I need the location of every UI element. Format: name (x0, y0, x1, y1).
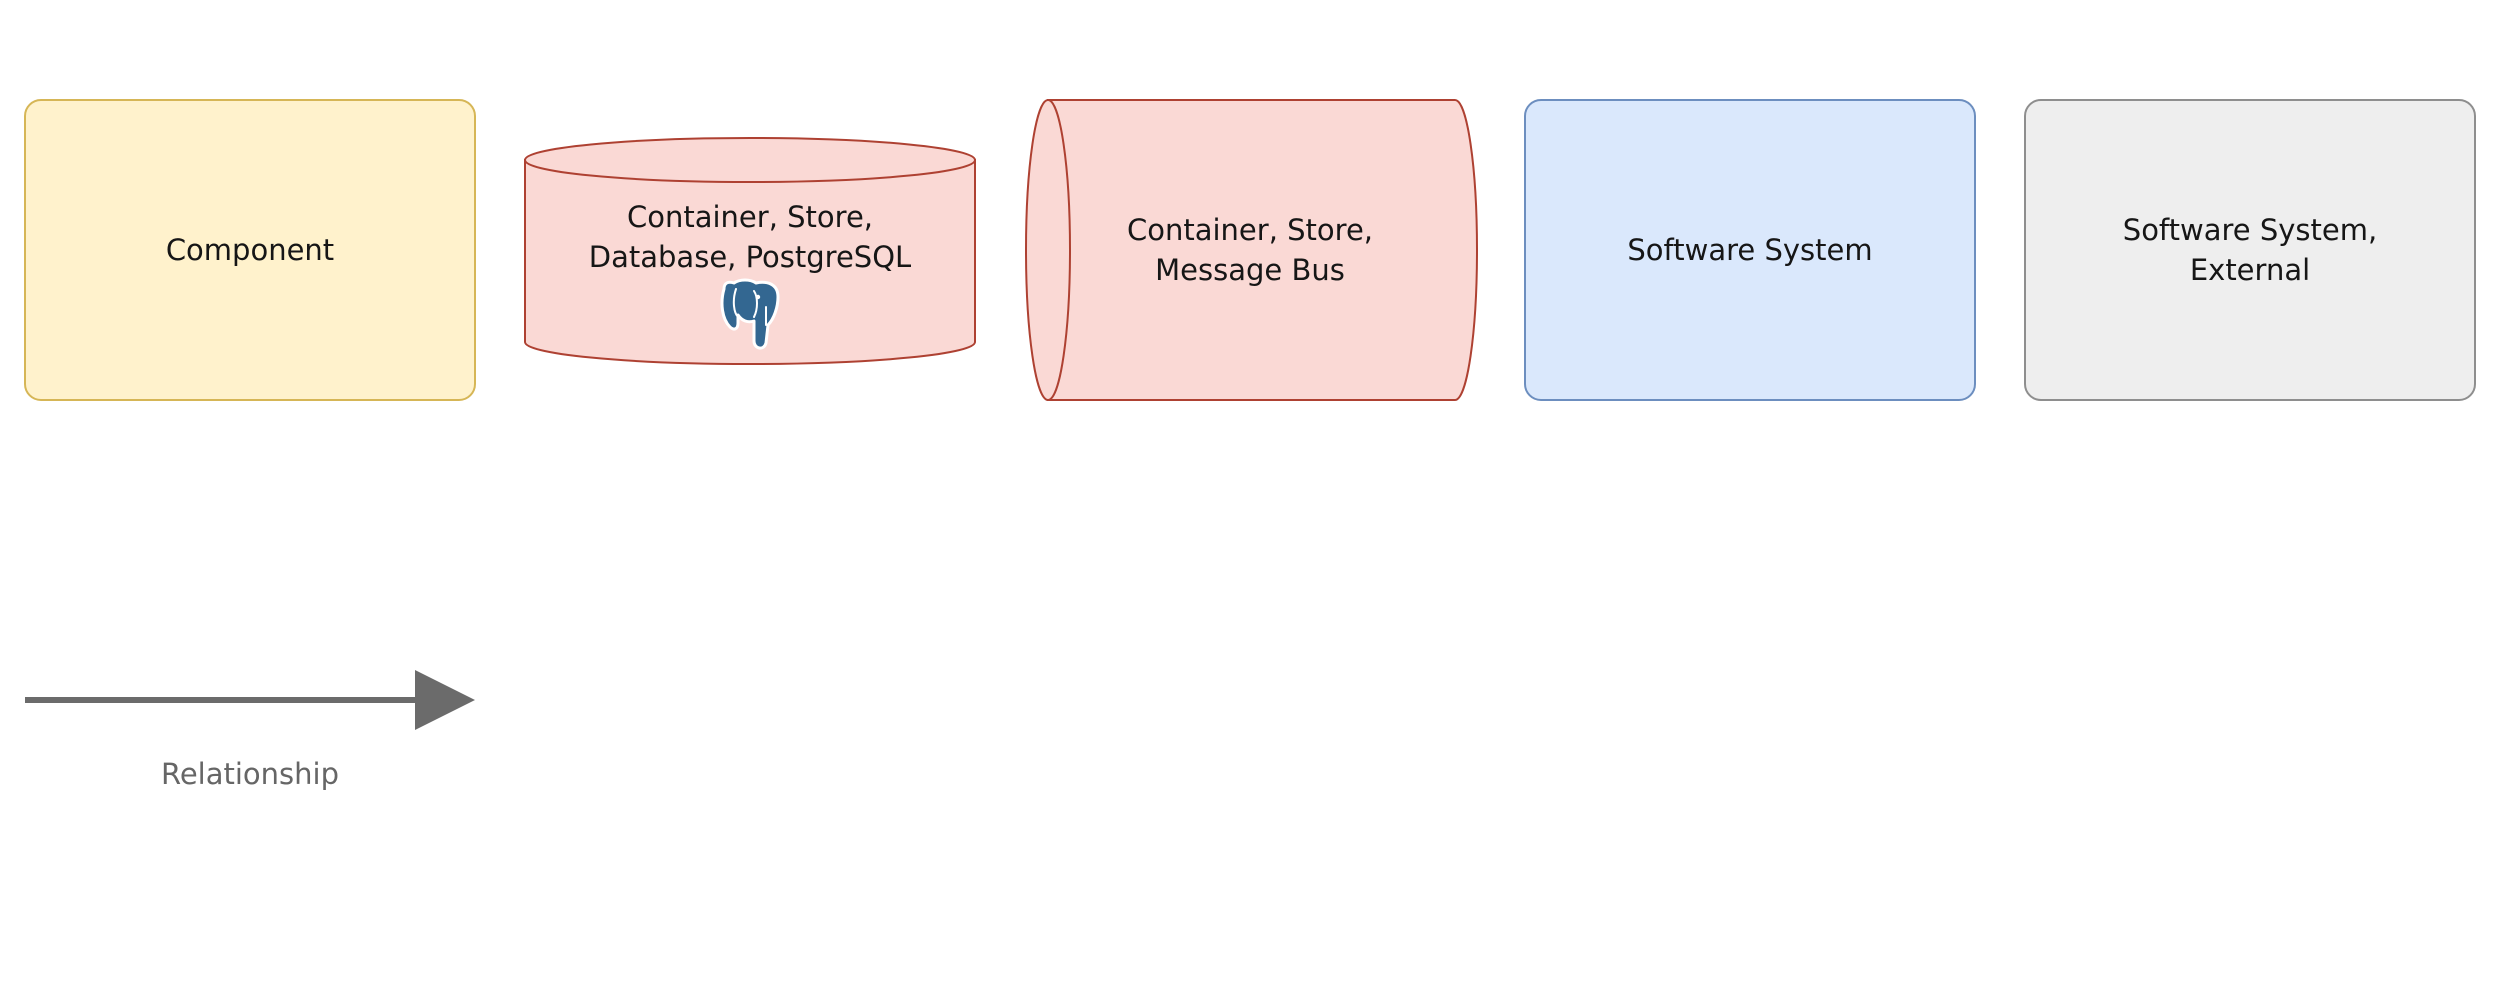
software-system-external-box[interactable] (2024, 99, 2476, 401)
message-bus-cylinder[interactable] (1025, 99, 1478, 401)
postgresql-elephant-icon (720, 278, 780, 350)
relationship-arrowhead (415, 670, 475, 730)
message-bus-cylinder-body (1047, 99, 1478, 401)
database-cylinder-body (524, 159, 976, 365)
relationship-label: Relationship (160, 757, 340, 791)
relationship-arrow[interactable] (25, 670, 475, 730)
database-cylinder-top (524, 137, 976, 183)
database-cylinder[interactable] (524, 137, 976, 365)
software-system-box[interactable] (1524, 99, 1976, 401)
message-bus-cylinder-end (1025, 99, 1071, 401)
component-box[interactable] (24, 99, 476, 401)
